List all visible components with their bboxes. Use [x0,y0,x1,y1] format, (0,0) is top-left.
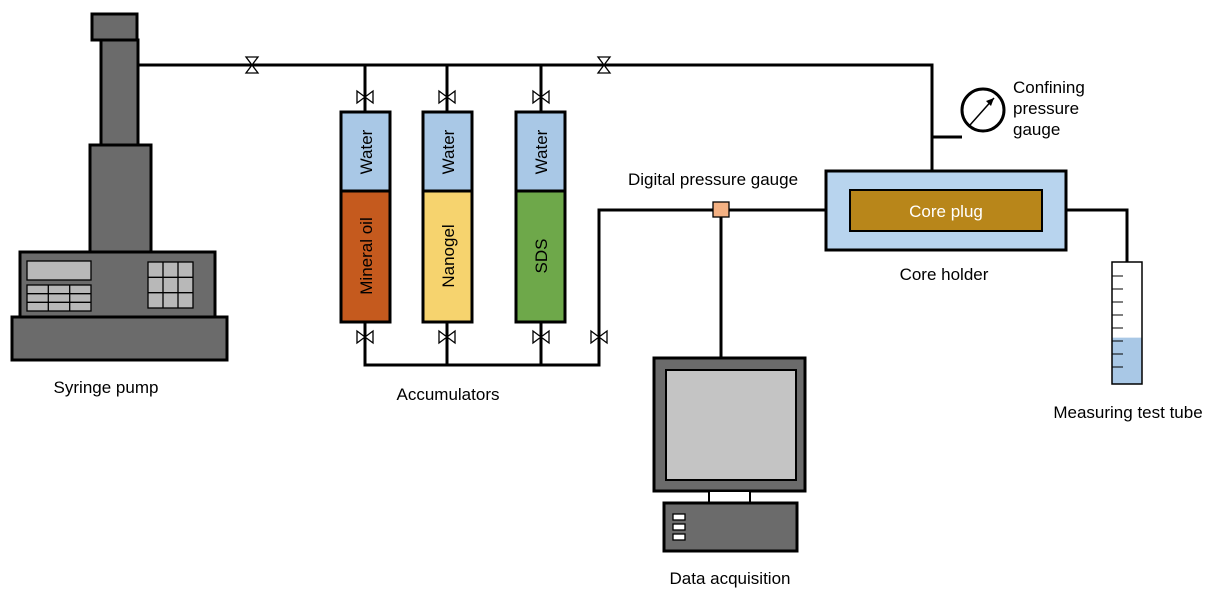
valve-acc1-out [356,329,374,345]
confining-gauge-label-line1: Confining [1013,78,1085,97]
test-tube-label: Measuring test tube [1053,403,1202,422]
data-acquisition-label: Data acquisition [670,569,791,588]
accumulator-3-top-label: Water [532,129,551,174]
core-plug [849,189,1043,232]
syringe-pump [10,12,229,362]
accumulator-3-bottom-label: SDS [532,239,551,274]
valve-top-left [244,56,260,74]
syringe-pump-label: Syringe pump [54,378,159,397]
pump-display [26,260,92,281]
valve-acc3-in [532,89,550,105]
pipelines [138,63,1129,367]
confining-gauge-label-line3: gauge [1013,120,1060,139]
accumulator-1: Water Mineral oil [339,110,392,324]
confining-pressure-gauge [960,87,1006,133]
core-holder-label: Core holder [900,265,989,284]
accumulator-3: Water SDS [514,110,567,324]
accumulator-2-top-label: Water [439,129,458,174]
valve-return [590,329,608,345]
accumulator-1-top-label: Water [357,129,376,174]
valve-acc3-out [532,329,550,345]
valve-top-right [596,56,612,74]
accumulator-2: Water Nanogel [421,110,474,324]
computer-case [662,501,799,553]
accumulators-label: Accumulators [397,385,500,404]
accumulator-2-bottom-label: Nanogel [439,224,458,287]
digital-pressure-gauge-label: Digital pressure gauge [628,170,798,189]
core-plug-label: Core plug [909,202,983,221]
core-holder: Core plug [824,169,1068,252]
data-acquisition-computer [652,356,807,553]
measuring-test-tube [1111,261,1143,385]
pump-keypad-right [147,261,194,309]
valve-acc2-in [438,89,456,105]
digital-pressure-gauge [712,201,730,218]
valves [244,56,612,345]
accumulator-1-bottom-label: Mineral oil [357,217,376,294]
monitor-screen [665,369,797,481]
pump-keypad-left [26,284,92,312]
valve-acc2-out [438,329,456,345]
valve-acc1-in [356,89,374,105]
confining-gauge-label-line2: pressure [1013,99,1079,118]
